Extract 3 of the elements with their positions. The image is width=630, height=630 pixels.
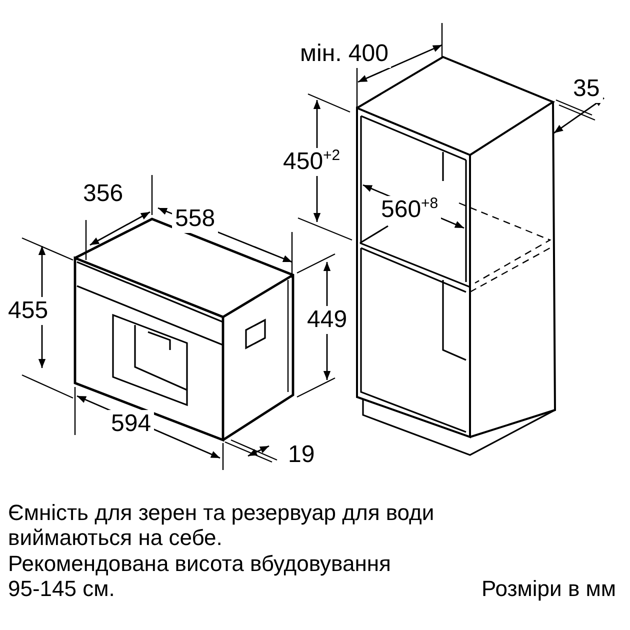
note-text: Рекомендована висота вбудовування 95-145 см. [8, 551, 392, 602]
units-note: Розміри в мм [482, 576, 616, 602]
note-text: Ємність для зерен та резервуар для води виймаються на себе. [8, 500, 436, 551]
